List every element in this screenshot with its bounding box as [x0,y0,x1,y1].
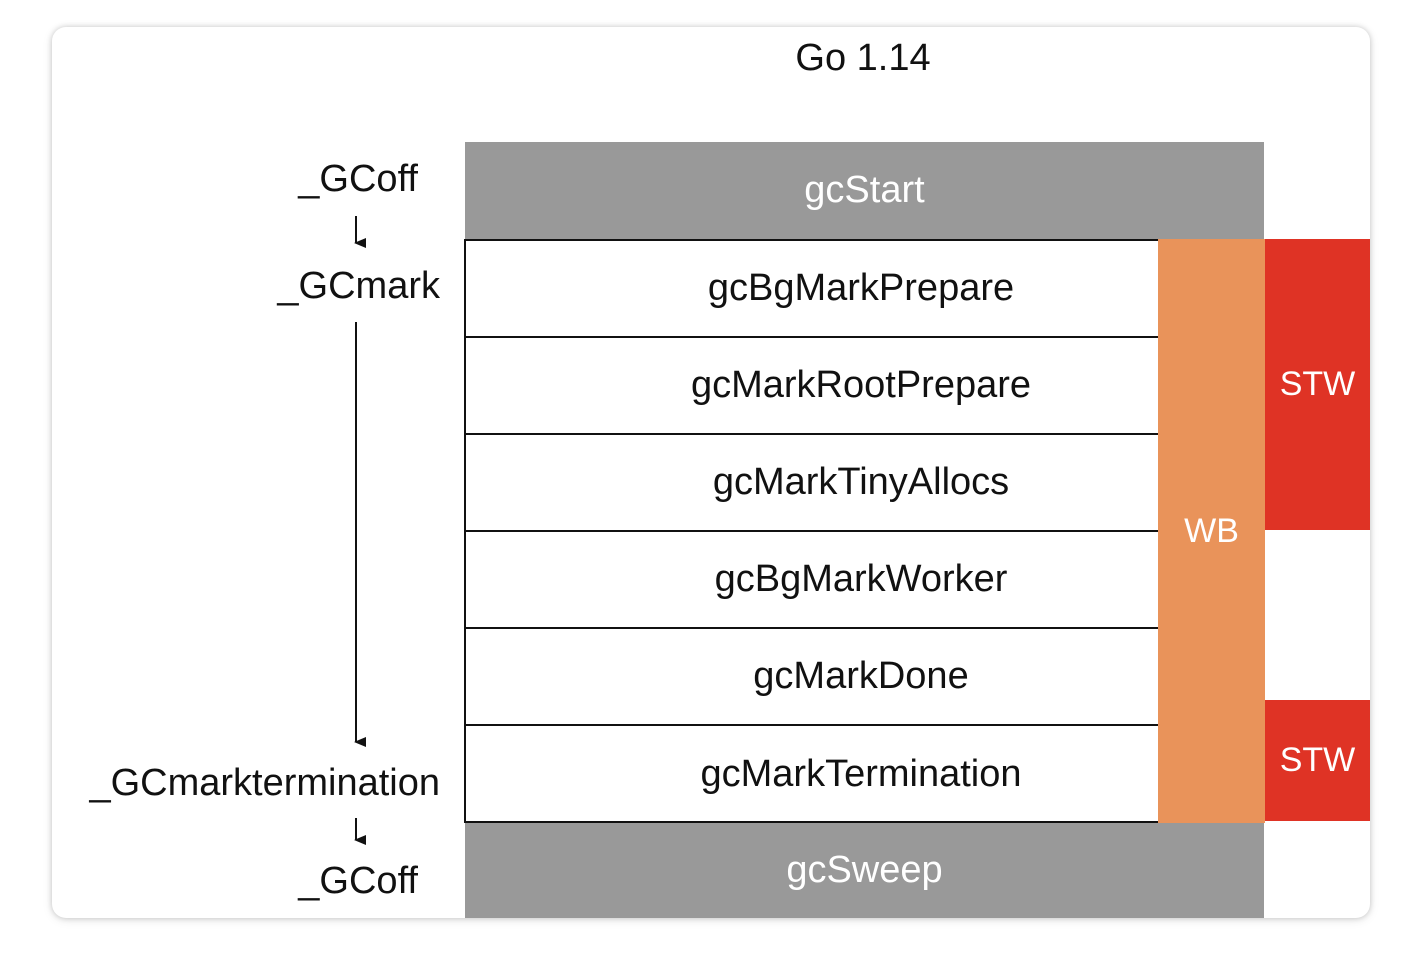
gcstart-bar: gcStart [465,142,1264,239]
stw-label: STW [1279,365,1356,403]
state-gcmarktermination: _GCmarktermination [89,762,440,804]
stw-block-second: STW [1265,700,1370,821]
stage-row: gcMarkRootPrepare [466,338,1158,435]
state-gcmark: _GCmark [277,265,440,307]
write-barrier-block: WB [1158,239,1265,823]
diagram-title: Go 1.14 [795,37,931,79]
stage-row: gcBgMarkWorker [466,532,1158,629]
state-gcoff-bottom: _GCoff [298,860,418,902]
stage-row: gcBgMarkPrepare [466,241,1158,338]
stage-label: gcMarkTinyAllocs [712,461,1010,503]
stw-label: STW [1279,741,1356,779]
stage-row: gcMarkTinyAllocs [466,435,1158,532]
gcsweep-label: gcSweep [786,849,943,891]
stage-label: gcBgMarkWorker [714,558,1008,600]
stage-label: gcMarkTermination [700,753,1022,795]
stage-label: gcMarkRootPrepare [690,364,1032,406]
gcsweep-bar: gcSweep [465,823,1264,918]
stage-label: gcMarkDone [753,655,969,697]
mark-stages-table: gcBgMarkPrepare gcMarkRootPrepare gcMark… [464,239,1158,823]
stw-block-first: STW [1265,239,1370,530]
stage-row: gcMarkDone [466,629,1158,726]
stage-label: gcBgMarkPrepare [707,267,1015,309]
state-gcoff-top: _GCoff [298,158,418,200]
stage-row: gcMarkTermination [466,726,1158,823]
gcstart-label: gcStart [804,169,925,211]
write-barrier-label: WB [1184,511,1239,550]
